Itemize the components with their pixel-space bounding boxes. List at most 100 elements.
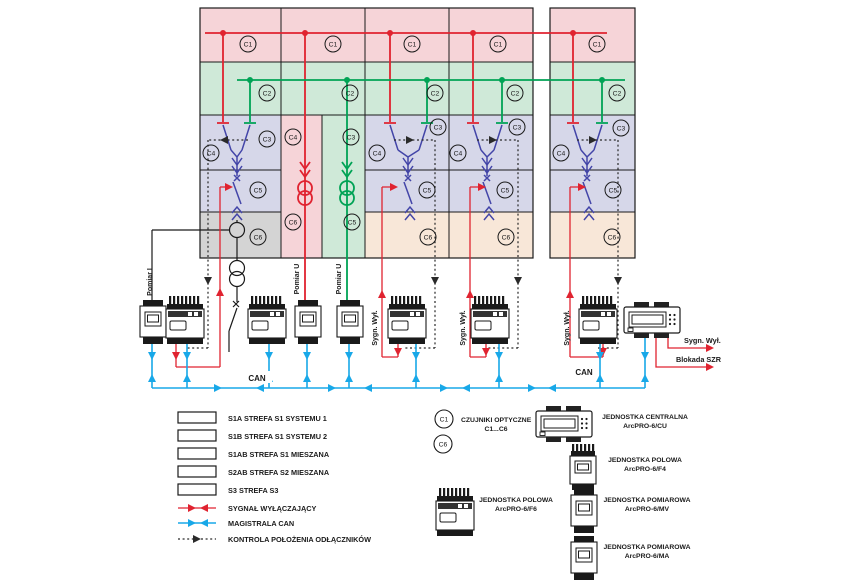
svg-text:MAGISTRALA CAN: MAGISTRALA CAN: [228, 519, 294, 528]
measuring-unit-voltage-1: [294, 299, 322, 345]
svg-text:ArcPRO-6/MV: ArcPRO-6/MV: [625, 506, 670, 513]
legend-can-bus: MAGISTRALA CAN: [178, 519, 294, 528]
sygn-wyl-label-2: Sygn. Wył.: [460, 310, 467, 345]
svg-text:JEDNOSTKA POLOWA: JEDNOSTKA POLOWA: [479, 497, 553, 504]
svg-text:C6: C6: [608, 234, 617, 241]
sensor-circle-c4: C4: [552, 144, 570, 162]
svg-text:C2: C2: [346, 90, 355, 97]
sensor-circle-c2: C2: [341, 84, 359, 102]
sensor-circle-c1: C1: [239, 35, 257, 53]
sensor-circle-c1: C1: [324, 35, 342, 53]
can-label-right: CAN: [575, 368, 593, 377]
svg-text:JEDNOSTKA CENTRALNA: JEDNOSTKA CENTRALNA: [602, 414, 688, 421]
busbar-system1: [205, 30, 607, 302]
legend-swatch-s3: [177, 483, 217, 496]
legend-position-control: KONTROLA POŁOŻENIA ODŁĄCZNIKÓW: [178, 535, 371, 544]
bay1-instruments: [151, 220, 246, 352]
svg-text:C1: C1: [329, 41, 338, 48]
sensor-circle-c4: C4: [368, 144, 386, 162]
sensor-circle-c5: C5: [496, 181, 514, 199]
sensor-circle-c6: C6: [603, 228, 621, 246]
central-unit: [623, 301, 681, 339]
legend-sensors-title: CZUJNIKI OPTYCZNE: [461, 417, 532, 424]
sensor-circle-c2: C2: [426, 84, 444, 102]
legend-swatch-s1b: [177, 429, 217, 442]
legend-sensor-c1: C1: [440, 417, 449, 424]
svg-text:C4: C4: [373, 150, 382, 157]
measuring-unit-current: [139, 299, 167, 345]
legend-icon-measuring-unit-mv: [570, 488, 598, 534]
svg-text:C6: C6: [254, 234, 263, 241]
sensor-circle-c6: C6: [249, 228, 267, 246]
sensor-circle-c2: C2: [608, 84, 626, 102]
bay-labels: Pomiar I Pomiar U Pomiar U Sygn. Wył. Sy…: [147, 264, 571, 346]
svg-text:C3: C3: [347, 134, 356, 141]
svg-text:C6: C6: [502, 234, 511, 241]
sensor-circle-c3: C3: [342, 128, 360, 146]
protection-zones: [200, 8, 635, 258]
legend-zone-s2ab: S2AB STREFA S2 MIESZANA: [228, 468, 330, 477]
sensor-circle-c6: C6: [284, 213, 302, 231]
legend-icon-central-unit: [535, 405, 593, 443]
svg-text:C3: C3: [513, 124, 522, 131]
svg-text:C2: C2: [431, 90, 440, 97]
sensor-circle-c1: C1: [489, 35, 507, 53]
can-bus: CAN CAN: [148, 338, 649, 392]
svg-text:C5: C5: [348, 219, 357, 226]
switchgear-symbols: [222, 124, 603, 221]
pomiar-u-label-2: Pomiar U: [336, 264, 343, 295]
svg-text:C1: C1: [593, 41, 602, 48]
svg-text:C5: C5: [254, 187, 263, 194]
sensor-circle-c4: C4: [202, 144, 220, 162]
svg-text:SYGNAŁ WYŁĄCZAJĄCY: SYGNAŁ WYŁĄCZAJĄCY: [228, 504, 317, 513]
sensor-circle-c1: C1: [588, 35, 606, 53]
legend-swatch-s1a: [177, 411, 217, 424]
sensor-circle-c6: C6: [419, 228, 437, 246]
central-unit-outputs: Sygn. Wył. Blokada SZR: [655, 336, 722, 371]
sensor-circle-c6: C6: [497, 228, 515, 246]
svg-text:C3: C3: [434, 124, 443, 131]
sensor-circle-c2: C2: [506, 84, 524, 102]
svg-text:C1: C1: [494, 41, 503, 48]
legend-trip-signal: SYGNAŁ WYŁĄCZAJĄCY: [178, 504, 317, 513]
svg-text:JEDNOSTKA POMIAROWA: JEDNOSTKA POMIAROWA: [604, 497, 691, 504]
sensor-circle-c5: C5: [604, 181, 622, 199]
svg-text:ArcPRO-6/MA: ArcPRO-6/MA: [625, 553, 670, 560]
svg-text:JEDNOSTKA POLOWA: JEDNOSTKA POLOWA: [608, 457, 682, 464]
legend-swatch-s1ab: [177, 447, 217, 460]
svg-text:C4: C4: [557, 150, 566, 157]
legend-zone-s1a: S1A STREFA S1 SYSTEMU 1: [228, 414, 327, 423]
svg-text:ArcPRO-6/F4: ArcPRO-6/F4: [624, 466, 666, 473]
sensor-circle-c4: C4: [284, 128, 302, 146]
legend-icon-measuring-unit-ma: [570, 535, 598, 580]
legend-swatch-s2ab: [177, 465, 217, 478]
sensor-circle-c1: C1: [403, 35, 421, 53]
sygn-wyl-label-1: Sygn. Wył.: [372, 310, 379, 345]
legend-sensors-range: C1...C6: [484, 426, 507, 433]
sygn-wyl-label-3: Sygn. Wył.: [564, 310, 571, 345]
svg-text:C5: C5: [609, 187, 618, 194]
svg-text:ArcPRO-6/CU: ArcPRO-6/CU: [623, 423, 667, 430]
svg-text:KONTROLA POŁOŻENIA ODŁĄCZNIKÓW: KONTROLA POŁOŻENIA ODŁĄCZNIKÓW: [228, 535, 371, 544]
sensor-circle-c5: C5: [343, 213, 361, 231]
svg-text:C6: C6: [424, 234, 433, 241]
sensor-circle-c5: C5: [418, 181, 436, 199]
svg-text:C3: C3: [263, 136, 272, 143]
svg-text:C4: C4: [454, 150, 463, 157]
svg-text:C2: C2: [263, 90, 272, 97]
svg-text:C5: C5: [501, 187, 510, 194]
legend-zone-s1ab: S1AB STREFA S1 MIESZANA: [228, 450, 330, 459]
sensor-circle-c3: C3: [612, 119, 630, 137]
busbar-system2: [237, 77, 625, 302]
pomiar-i-label: Pomiar I: [147, 268, 154, 296]
trip-signal-lines: [172, 183, 607, 368]
sensor-circle-c3: C3: [508, 118, 526, 136]
sensor-circle-c3: C3: [258, 130, 276, 148]
sensor-circle-c3: C3: [429, 118, 447, 136]
trip-arrowheads: [172, 183, 607, 360]
sensor-circle-c2: C2: [258, 84, 276, 102]
svg-text:C3: C3: [617, 125, 626, 132]
svg-text:C2: C2: [613, 90, 622, 97]
